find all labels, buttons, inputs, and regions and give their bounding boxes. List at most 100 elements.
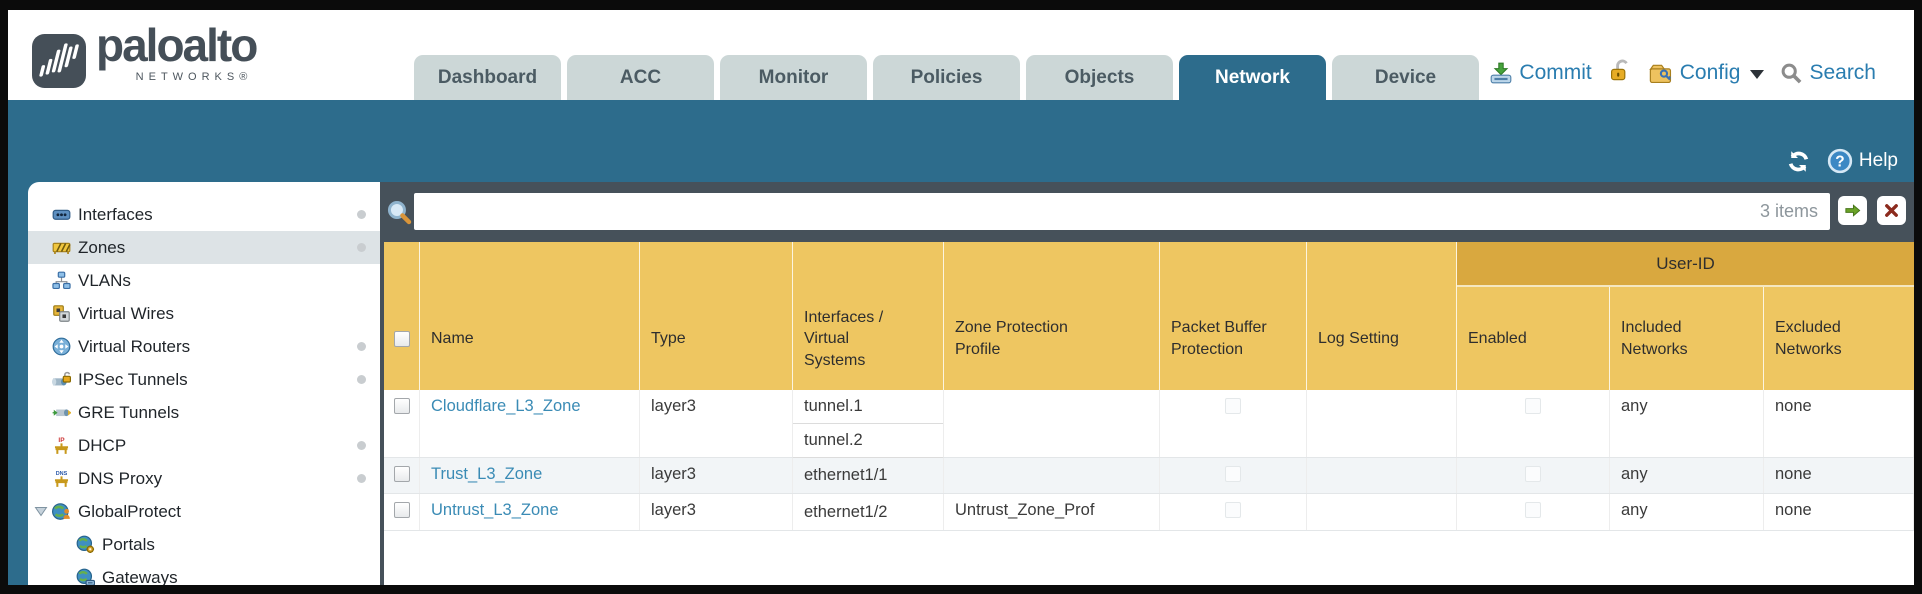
sidebar-item-ipsec-tunnels[interactable]: IPSec Tunnels — [28, 363, 380, 396]
user-id-enabled-checkbox[interactable] — [1525, 466, 1541, 482]
sidebar-item-gre-tunnels[interactable]: GRE Tunnels — [28, 396, 380, 429]
brand-name: paloalto — [96, 19, 258, 71]
config-icon — [1648, 64, 1671, 84]
svg-text:DNS: DNS — [56, 471, 68, 477]
sidebar-item-globalprotect[interactable]: GlobalProtect — [28, 495, 380, 528]
sidebar-item-dns-proxy[interactable]: DNS DNS Proxy — [28, 462, 380, 495]
expand-caret-icon[interactable] — [34, 506, 48, 517]
tab-objects[interactable]: Objects — [1026, 55, 1173, 100]
tab-policies[interactable]: Policies — [873, 55, 1020, 100]
filter-input[interactable] — [414, 193, 1830, 230]
clear-x-icon — [1885, 204, 1898, 217]
sidebar-item-label: Interfaces — [78, 204, 153, 224]
gre-tunnels-icon — [52, 403, 71, 422]
user-id-enabled-checkbox[interactable] — [1525, 502, 1541, 518]
zone-name-link[interactable]: Trust_L3_Zone — [431, 465, 543, 483]
row-checkbox[interactable] — [393, 466, 410, 482]
help-label: Help — [1858, 150, 1898, 171]
column-header-included-networks[interactable]: Included Networks — [1610, 242, 1764, 390]
row-checkbox[interactable] — [393, 398, 410, 414]
config-menu[interactable]: Config — [1648, 61, 1765, 85]
tab-network[interactable]: Network — [1179, 55, 1326, 100]
status-dot — [357, 441, 366, 450]
user-id-enabled-checkbox[interactable] — [1525, 398, 1541, 414]
zone-name-link[interactable]: Untrust_L3_Zone — [431, 501, 559, 519]
table-header: User-ID Name Type Interfaces / Virtual S… — [384, 242, 1914, 390]
sidebar-item-label: Virtual Wires — [78, 303, 175, 323]
included-networks: any — [1610, 458, 1764, 493]
search-icon — [1782, 63, 1802, 83]
main-tabs: Dashboard ACC Monitor Policies Objects N… — [414, 55, 1479, 100]
dhcp-icon: IP — [52, 436, 71, 455]
status-dot — [357, 210, 366, 219]
zone-protection-profile — [944, 458, 1160, 493]
status-dot — [357, 243, 366, 252]
filter-bar — [380, 182, 1914, 242]
sidebar-item-zones[interactable]: Zones — [28, 231, 380, 264]
sidebar-item-label: DHCP — [78, 435, 127, 455]
zone-name-link[interactable]: Cloudflare_L3_Zone — [431, 397, 581, 415]
tab-device[interactable]: Device — [1332, 55, 1479, 100]
commit-button[interactable]: Commit — [1489, 61, 1592, 85]
sidebar-item-label: GlobalProtect — [78, 501, 181, 521]
column-header-excluded-networks[interactable]: Excluded Networks — [1775, 319, 1842, 358]
zone-interfaces: ethernet1/1 — [793, 458, 944, 493]
paloalto-logo-icon — [32, 34, 86, 88]
sidebar-item-vlans[interactable]: VLANs — [28, 264, 380, 297]
column-header-interfaces[interactable]: Interfaces / Virtual Systems — [793, 242, 944, 390]
brand-subtitle: NETWORKS® — [135, 71, 253, 83]
packet-buffer-protection-checkbox[interactable] — [1225, 398, 1241, 414]
row-checkbox[interactable] — [393, 502, 410, 518]
user-id-group-header: User-ID — [1457, 242, 1914, 287]
zone-type: layer3 — [640, 494, 793, 530]
clear-filter-button[interactable] — [1877, 196, 1906, 225]
packet-buffer-protection-checkbox[interactable] — [1225, 502, 1241, 518]
table-row[interactable]: Cloudflare_L3_Zone layer3 tunnel.1 tunne… — [384, 390, 1914, 458]
sidebar-item-virtual-routers[interactable]: Virtual Routers — [28, 330, 380, 363]
column-header-packet-buffer-protection[interactable]: Packet Buffer Protection — [1160, 242, 1307, 390]
apply-filter-button[interactable] — [1838, 196, 1867, 225]
sidebar-item-virtual-wires[interactable]: Virtual Wires — [28, 297, 380, 330]
sidebar-item-label: GRE Tunnels — [78, 402, 180, 422]
column-header-log-setting[interactable]: Log Setting — [1307, 242, 1457, 390]
left-teal-strip — [8, 182, 28, 585]
column-header-type[interactable]: Type — [640, 242, 793, 390]
lock-icon[interactable] — [1608, 58, 1632, 88]
tab-monitor[interactable]: Monitor — [720, 55, 867, 100]
sidebar-item-label: VLANs — [78, 270, 131, 290]
search-button[interactable]: Search — [1780, 61, 1876, 85]
sidebar-item-gateways[interactable]: Gateways — [28, 561, 380, 585]
column-header-zone-protection-profile[interactable]: Zone Protection Profile — [944, 242, 1160, 390]
refresh-icon[interactable] — [1786, 149, 1811, 174]
portals-icon — [76, 535, 95, 554]
included-networks: any — [1610, 494, 1764, 530]
search-label: Search — [1809, 61, 1876, 84]
sidebar-item-portals[interactable]: Portals — [28, 528, 380, 561]
virtual-wires-icon — [52, 304, 71, 323]
sidebar-item-dhcp[interactable]: IP DHCP — [28, 429, 380, 462]
sidebar-item-interfaces[interactable]: Interfaces — [28, 198, 380, 231]
filter-search-icon — [387, 200, 412, 225]
column-header-name[interactable]: Name — [420, 242, 640, 390]
table-row[interactable]: Untrust_L3_Zone layer3 ethernet1/2 Untru… — [384, 494, 1914, 531]
sidebar-item-label: Gateways — [102, 567, 178, 586]
globalprotect-icon — [52, 502, 71, 521]
zones-table: User-ID Name Type Interfaces / Virtual S… — [384, 242, 1914, 585]
tab-acc[interactable]: ACC — [567, 55, 714, 100]
config-label: Config — [1679, 61, 1741, 84]
sidebar-item-label: DNS Proxy — [78, 468, 163, 488]
column-header-enabled[interactable]: Enabled — [1457, 242, 1610, 390]
table-row[interactable]: Trust_L3_Zone layer3 ethernet1/1 any non… — [384, 458, 1914, 494]
excluded-networks: none — [1764, 390, 1914, 457]
log-setting — [1307, 458, 1457, 493]
teal-band: ? Help — [8, 100, 1914, 182]
interface-value: ethernet1/1 — [804, 466, 888, 484]
select-all-checkbox[interactable] — [393, 331, 410, 347]
network-sidebar: Interfaces Zones VLANs Virtual Wires — [28, 182, 380, 585]
packet-buffer-protection-checkbox[interactable] — [1225, 466, 1241, 482]
virtual-routers-icon — [52, 337, 71, 356]
interface-value: tunnel.2 — [793, 424, 943, 458]
tab-dashboard[interactable]: Dashboard — [414, 55, 561, 100]
help-button[interactable]: ? Help — [1827, 148, 1898, 174]
